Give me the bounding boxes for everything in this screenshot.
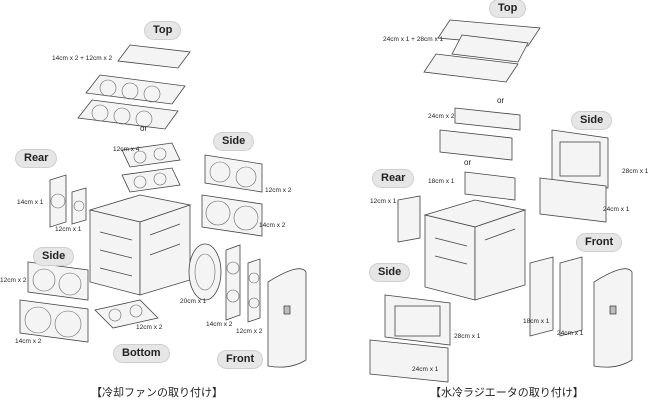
fan-bottom-label: Bottom — [114, 345, 169, 362]
fan-front-b-dim: 12cm x 2 — [236, 328, 263, 335]
radiator-chassis — [423, 199, 527, 301]
radiator-top-dim: 24cm x 1 + 28cm x 1 — [383, 36, 444, 43]
rear-top-fans — [121, 142, 181, 193]
top-alt-radiators — [439, 107, 521, 161]
front-fans — [225, 244, 261, 323]
radiator-top-alt-dim: 24cm x 2 — [428, 113, 455, 120]
radiator-side-left-label: Side — [370, 264, 410, 281]
top-fan-brackets — [77, 44, 191, 130]
top-small-radiator — [464, 171, 516, 201]
fan-rear-small-dim: 12cm x 1 — [55, 226, 82, 233]
front-panel — [267, 268, 307, 368]
fan-rear-top-dim: 12cm x 4 — [113, 146, 140, 153]
radiator-top-small-dim: 18cm x 1 — [428, 178, 455, 185]
fan-front-round-dim: 20cm x 1 — [180, 298, 207, 305]
radiator-or-text-1: or — [497, 96, 505, 105]
radiator-side-left-a-dim: 28cm x 1 — [454, 333, 481, 340]
side-left-radiators — [369, 294, 451, 383]
radiator-front-a-dim: 18cm x 1 — [523, 318, 550, 325]
fan-side-left-b-dim: 14cm x 2 — [15, 338, 42, 345]
side-left-fans — [19, 261, 89, 343]
fan-rear-label: Rear — [16, 150, 57, 167]
fan-side-right-b-dim: 14cm x 2 — [259, 222, 286, 229]
fan-or-text: or — [140, 124, 148, 133]
radiator-rear-label: Rear — [373, 170, 414, 187]
radiator-side-right-b-dim: 24cm x 1 — [603, 206, 630, 213]
fan-side-right-a-dim: 12cm x 2 — [265, 187, 292, 194]
fan-front-label: Front — [218, 351, 263, 368]
bottom-fans — [94, 299, 159, 329]
side-right-radiators — [539, 129, 609, 223]
fan-side-left-label: Side — [34, 248, 74, 265]
fan-front-a-dim: 14cm x 2 — [206, 321, 233, 328]
fan-top-dim: 14cm x 2 + 12cm x 2 — [52, 55, 113, 62]
radiator-front-label: Front — [577, 234, 622, 251]
rear-fans — [49, 174, 87, 228]
top-radiators — [423, 19, 541, 83]
fan-bottom-dim: 12cm x 2 — [136, 324, 163, 331]
fan-side-left-a-dim: 12cm x 2 — [0, 277, 27, 284]
side-right-fans — [201, 154, 263, 237]
radiator-rear-dim: 12cm x 1 — [370, 198, 397, 205]
fan-caption: 【冷却ファンの取り付け】 — [91, 387, 223, 399]
radiator-side-right-a-dim: 28cm x 1 — [622, 168, 649, 175]
front-radiators — [529, 256, 583, 337]
radiator-side-left-b-dim: 24cm x 1 — [412, 366, 439, 373]
radiator-or-text-2: or — [464, 158, 472, 167]
front-round-fan — [188, 243, 222, 301]
radiator-side-right-label: Side — [572, 112, 612, 129]
fan-top-label: Top — [145, 22, 181, 39]
radiator-top-label: Top — [490, 0, 526, 17]
radiator-front-b-dim: 24cm x 1 — [557, 330, 584, 337]
fan-rear-left-dim: 14cm x 1 — [17, 199, 44, 206]
radiator-caption: 【水冷ラジエータの取り付け】 — [430, 387, 584, 399]
fan-chassis — [88, 194, 192, 296]
rear-radiator — [397, 195, 421, 243]
fan-side-right-label: Side — [214, 133, 254, 150]
front-panel-radiator — [593, 268, 633, 368]
